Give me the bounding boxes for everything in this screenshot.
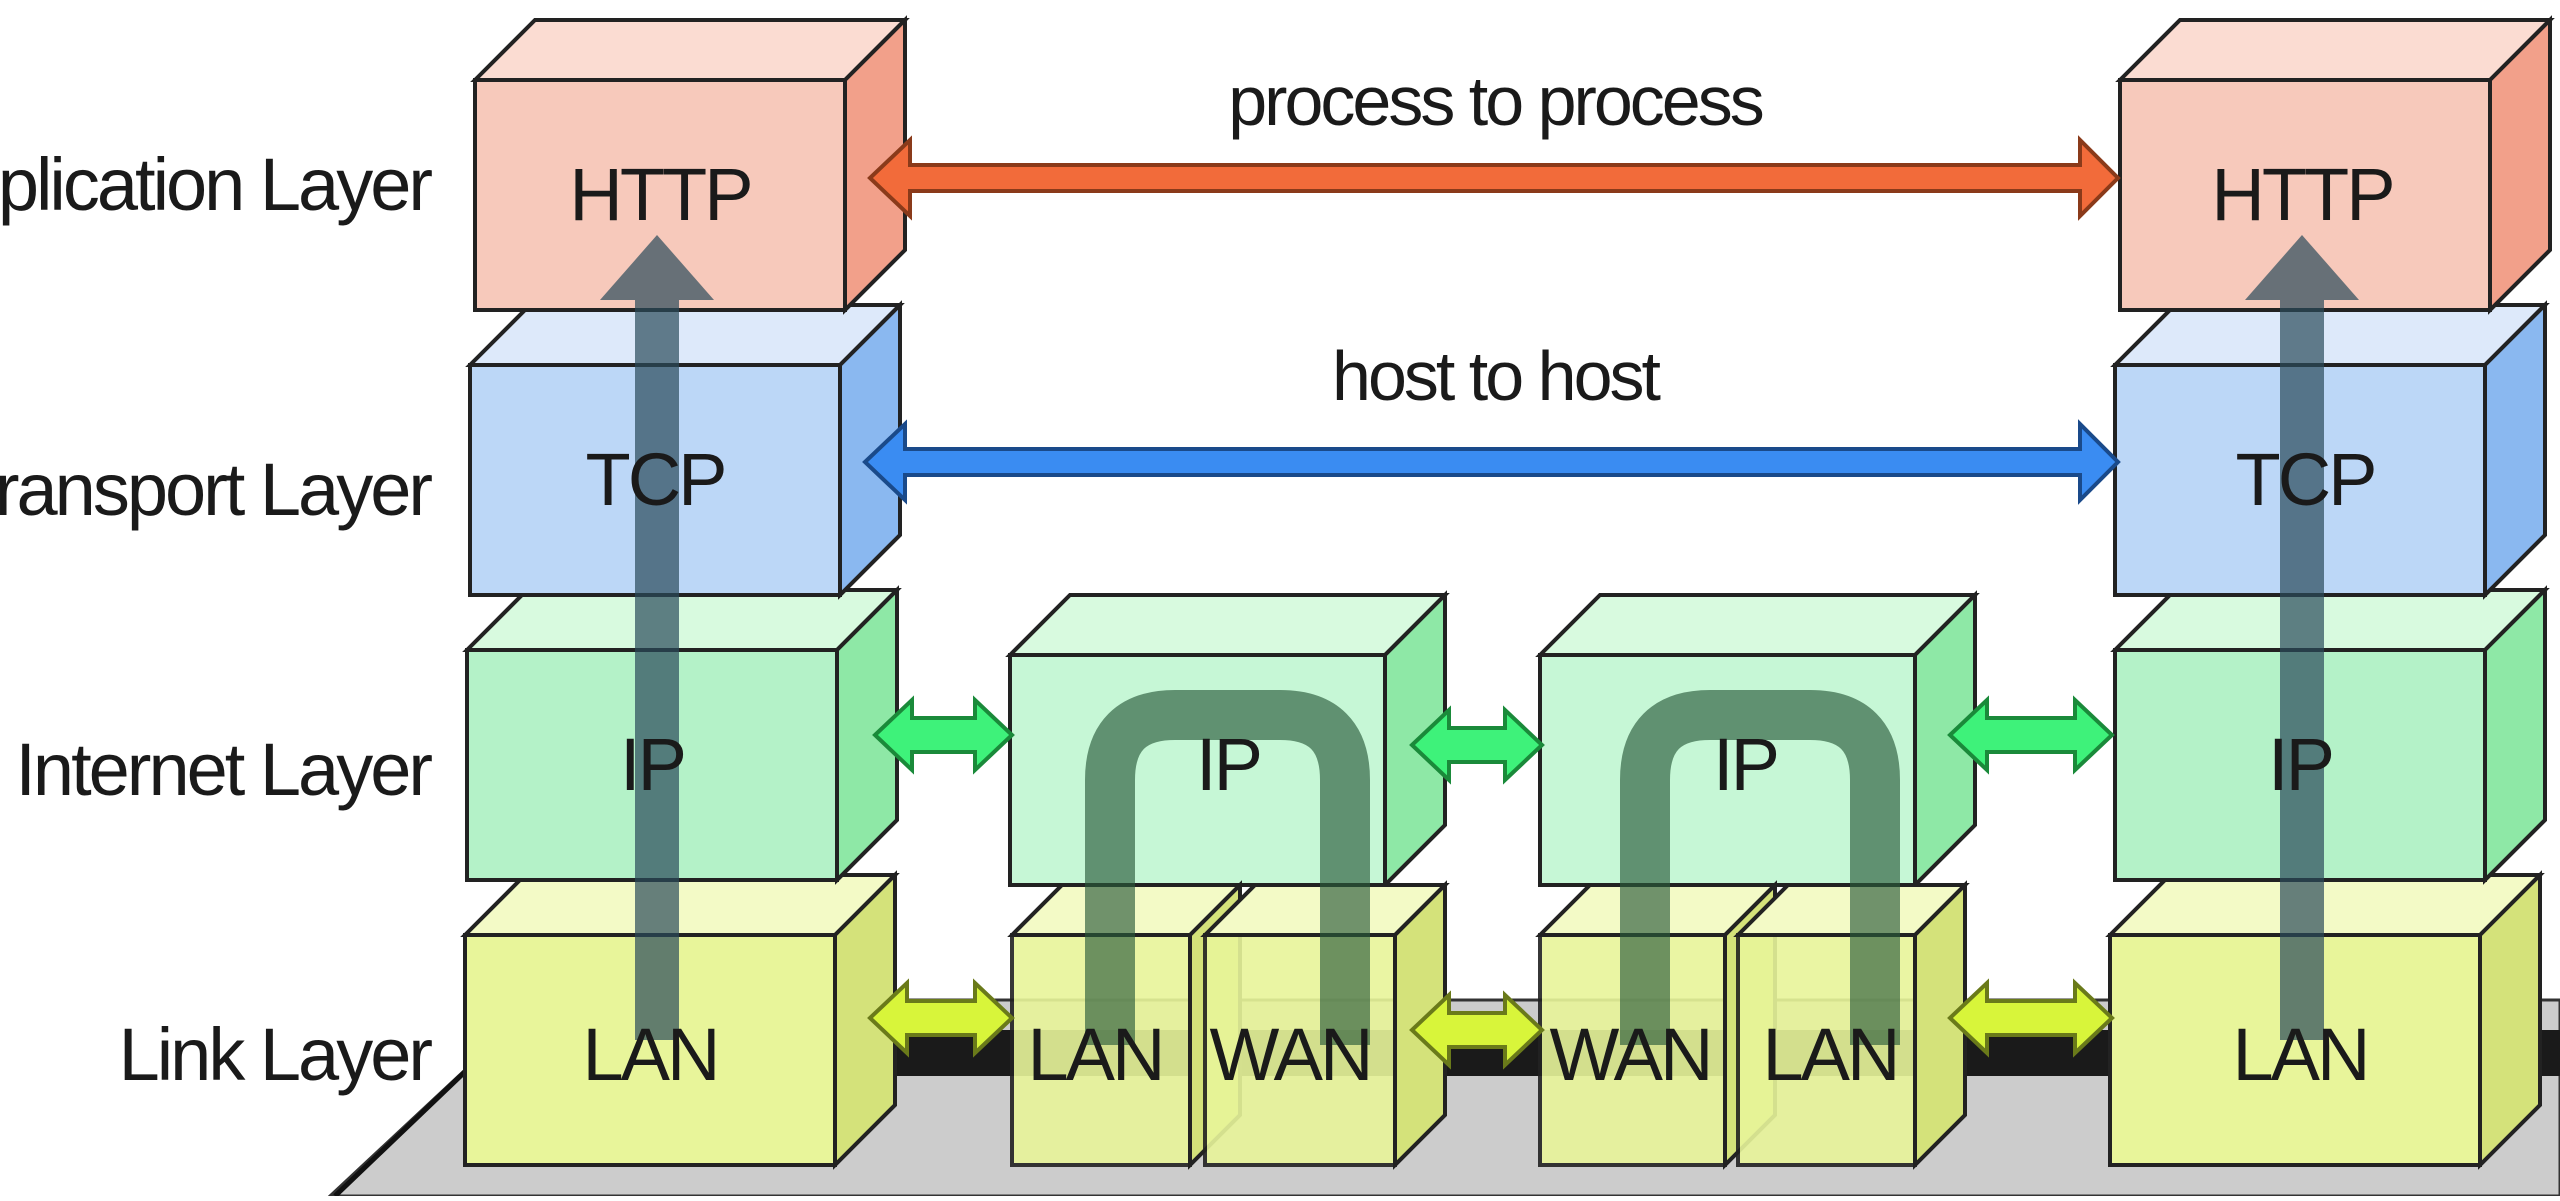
link-arrow-3 — [1947, 978, 2115, 1058]
host-left-transport-label: TCP — [586, 438, 725, 521]
router-2-link-left-label: WAN — [1550, 1013, 1711, 1096]
link-arrow-1 — [867, 978, 1015, 1058]
router-1-link-right-label: WAN — [1210, 1013, 1371, 1096]
layer-label-internet: Internet Layer — [15, 728, 432, 811]
host-left: HTTP TCP IP LAN — [460, 15, 910, 1170]
ip-arrow-1 — [872, 695, 1015, 775]
host-left-data-path — [635, 300, 679, 1040]
router-1-link-left-label: LAN — [1028, 1013, 1163, 1096]
host-right-data-path-arrowhead — [2245, 235, 2359, 300]
host-to-host-label: host to host — [1332, 337, 1660, 415]
host-right-application-label: HTTP — [2211, 153, 2392, 236]
host-left-data-path-arrowhead — [600, 235, 714, 300]
layer-label-application: Application Layer — [0, 143, 432, 226]
router-2: IP WAN LAN — [1535, 590, 1980, 1170]
host-left-internet-label: IP — [620, 723, 684, 806]
ip-arrow-2 — [1409, 705, 1545, 785]
router-2-data-path — [1620, 690, 1900, 1045]
host-left-application-label: HTTP — [569, 153, 750, 236]
host-right: HTTP TCP IP LAN — [2105, 15, 2555, 1170]
host-right-internet-label: IP — [2268, 723, 2332, 806]
host-right-transport-label: TCP — [2236, 438, 2375, 521]
link-arrow-2 — [1409, 990, 1545, 1070]
host-left-link-label: LAN — [583, 1013, 718, 1096]
host-right-data-path — [2280, 300, 2324, 1040]
layer-label-link: Link Layer — [119, 1013, 433, 1096]
router-2-link-right-label: LAN — [1763, 1013, 1898, 1096]
ip-arrow-3 — [1947, 695, 2115, 775]
host-to-host-arrow — [862, 419, 2121, 505]
router-1: IP LAN WAN — [1005, 590, 1450, 1170]
router-2-internet-label: IP — [1713, 723, 1777, 806]
host-right-link-label: LAN — [2233, 1013, 2368, 1096]
router-1-internet-label: IP — [1196, 723, 1260, 806]
layer-label-transport: Transport Layer — [0, 448, 432, 531]
router-1-data-path — [1085, 690, 1370, 1045]
process-to-process-label: process to process — [1228, 62, 1762, 140]
process-to-process-arrow — [867, 135, 2121, 221]
